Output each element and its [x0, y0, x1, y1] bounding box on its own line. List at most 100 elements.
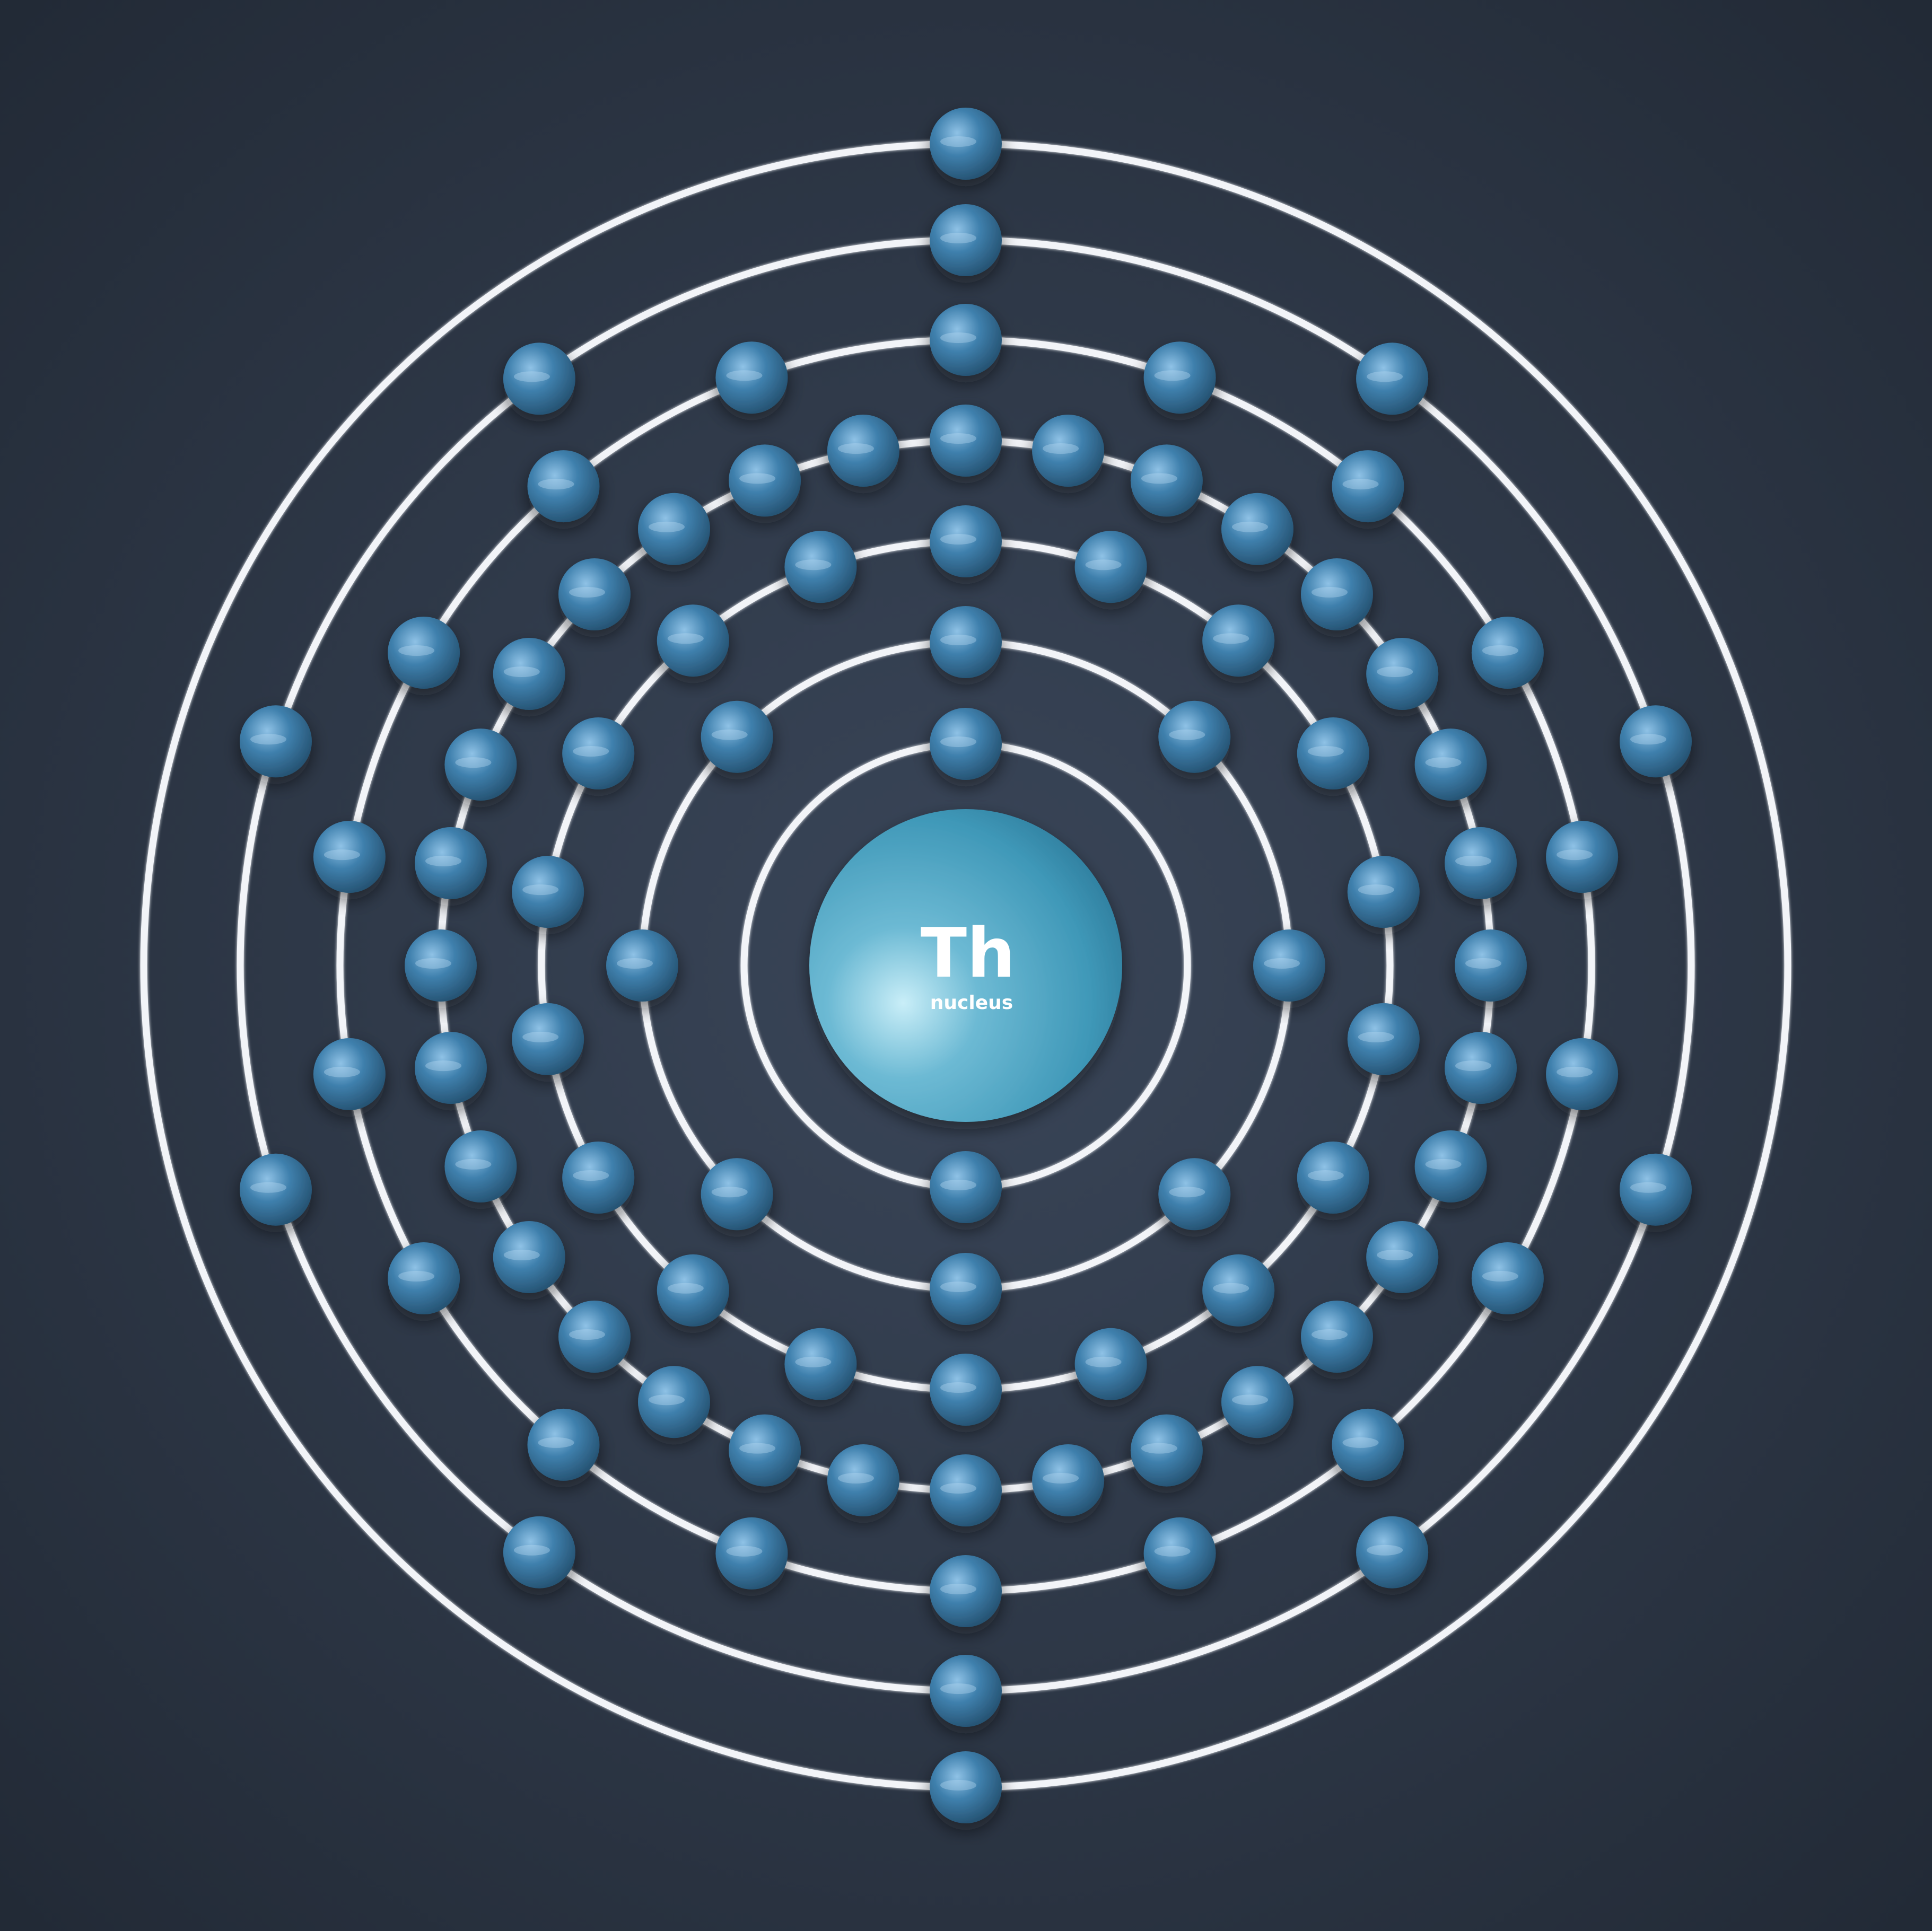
electron-sphere [638, 1366, 710, 1438]
electron-sphere [313, 1038, 386, 1110]
electron [1356, 343, 1429, 415]
electron-sphere [240, 705, 312, 778]
electron [1332, 1408, 1404, 1481]
electron-highlight [1630, 1182, 1666, 1193]
electron-highlight [837, 443, 874, 454]
electron [729, 1414, 801, 1487]
electron-highlight [940, 332, 976, 343]
electron-highlight [940, 1483, 976, 1494]
electron [930, 1354, 1002, 1426]
electron-highlight [1557, 1066, 1593, 1077]
electron-highlight [538, 479, 574, 490]
electron [606, 929, 678, 1002]
electron-sphere [827, 1444, 899, 1516]
electron [1445, 1032, 1517, 1104]
electron [1546, 821, 1619, 893]
electron-sphere [1032, 1444, 1105, 1516]
electron [930, 405, 1002, 477]
electron [1130, 444, 1203, 517]
electron-sphere [930, 1253, 1002, 1325]
electron-sphere [930, 405, 1002, 477]
electron-highlight [1312, 587, 1348, 598]
electron-highlight [1465, 958, 1501, 969]
electron-highlight [617, 958, 653, 969]
electron-sphere [1471, 617, 1544, 689]
electron-highlight [1169, 729, 1205, 740]
nucleus-label: nucleus [930, 992, 1013, 1014]
electron-highlight [1358, 884, 1394, 896]
electron [240, 1153, 312, 1226]
electron-highlight [1482, 645, 1518, 656]
electron-highlight [569, 1329, 605, 1340]
electron [1471, 1242, 1544, 1314]
electron [657, 604, 729, 677]
electron-highlight [711, 729, 748, 740]
electron [638, 1366, 710, 1438]
electron-highlight [1377, 666, 1413, 677]
electron-highlight [538, 1437, 574, 1448]
electron-highlight [1307, 746, 1344, 757]
electron-sphere [1445, 1032, 1517, 1104]
electron [388, 1242, 460, 1314]
electron [1032, 1444, 1105, 1516]
electron [1297, 717, 1369, 789]
element-symbol: Th [921, 914, 1015, 993]
electron [1455, 929, 1527, 1002]
electron-sphere [503, 343, 575, 415]
electron [715, 1517, 788, 1590]
electron-highlight [425, 1060, 461, 1072]
electron-sphere [715, 1517, 788, 1590]
electron-highlight [940, 534, 976, 545]
electron-sphere [930, 606, 1002, 678]
electron-sphere [313, 821, 386, 893]
electron [1202, 604, 1275, 677]
electron-sphere [1347, 856, 1420, 928]
electron [415, 1032, 487, 1104]
electron [1332, 450, 1404, 523]
electron [562, 1142, 635, 1214]
electron [444, 728, 517, 801]
electron [1074, 531, 1147, 603]
electron [1414, 728, 1487, 801]
electron [729, 444, 801, 517]
electron [930, 1751, 1002, 1823]
electron [1471, 617, 1544, 689]
electron [930, 1454, 1002, 1526]
electron-highlight [425, 855, 461, 866]
electron-highlight [795, 1356, 832, 1367]
electron-highlight [1342, 479, 1379, 490]
electron-sphere [930, 108, 1002, 180]
nucleus: Th nucleus [809, 809, 1122, 1122]
electron-sphere [388, 1242, 460, 1314]
electron [562, 717, 635, 789]
electron-highlight [1213, 633, 1249, 644]
electron-highlight [940, 1780, 976, 1790]
electron-highlight [1367, 371, 1403, 382]
electron-sphere [1471, 1242, 1544, 1314]
electron-highlight [1630, 734, 1666, 745]
electron-highlight [940, 736, 976, 747]
electron-sphere [1130, 1414, 1203, 1487]
electron-highlight [503, 666, 540, 677]
electron-highlight [503, 1250, 540, 1260]
electron-highlight [250, 1182, 286, 1193]
electron-sphere [240, 1153, 312, 1226]
electron-sphere [1620, 705, 1692, 778]
electron-sphere [1221, 1366, 1293, 1438]
electron-highlight [1043, 443, 1079, 454]
electron [1143, 1517, 1216, 1590]
electron [1253, 929, 1325, 1002]
electron-sphere [606, 929, 678, 1002]
electron-highlight [1307, 1170, 1344, 1181]
electron-sphere [527, 1408, 600, 1481]
electron-sphere [1074, 531, 1147, 603]
electron [930, 1555, 1002, 1627]
electron [638, 493, 710, 565]
electron-highlight [649, 521, 685, 532]
electron [512, 856, 584, 928]
electron-sphere [562, 1142, 635, 1214]
electron-sphere [715, 341, 788, 414]
electron-highlight [711, 1187, 748, 1198]
electron-sphere [930, 505, 1002, 577]
electron [388, 617, 460, 689]
